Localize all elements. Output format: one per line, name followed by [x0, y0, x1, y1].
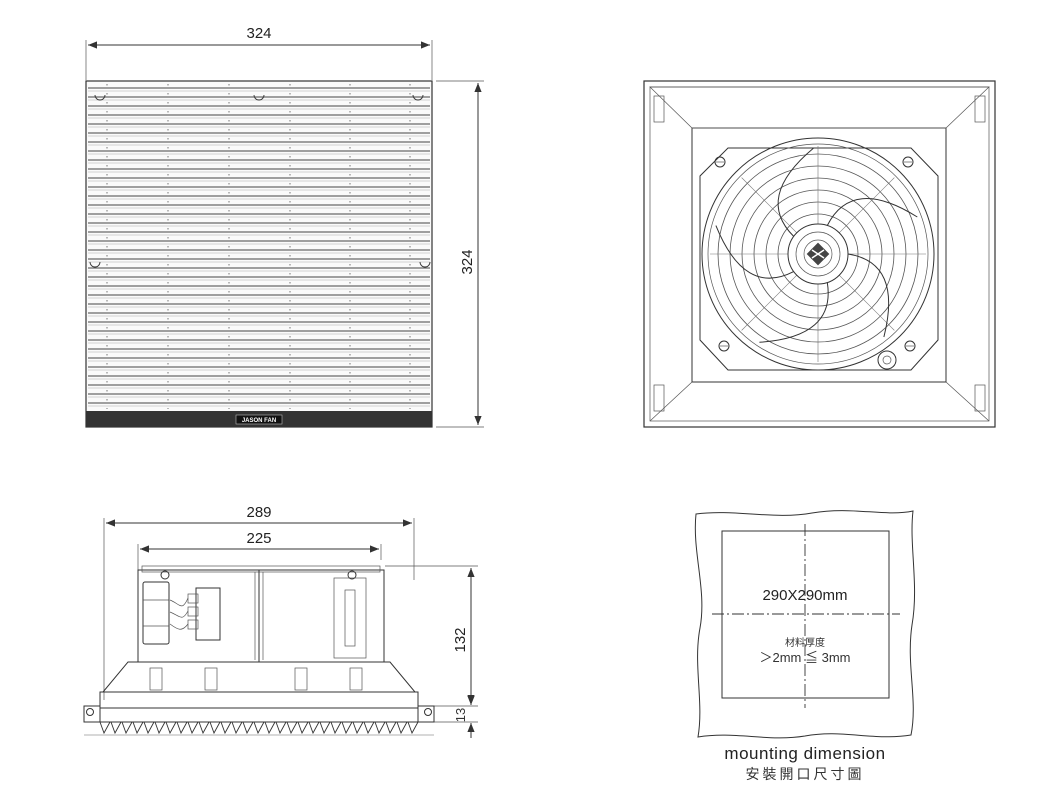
front-view: 324 324 JASON FAN — [85, 25, 484, 428]
fan-outer-ring — [701, 137, 935, 371]
fan-blade — [847, 253, 890, 338]
rear-clip — [653, 384, 665, 412]
rear-clip — [974, 384, 986, 412]
side-height-dimension: 132 — [385, 565, 478, 707]
thickness-label: 材料厚度 — [785, 636, 825, 649]
side-view: 289 225 132 13 — [83, 504, 478, 738]
rear-clip — [653, 95, 665, 123]
rear-clip — [974, 95, 986, 123]
front-height-dimension: 324 — [436, 80, 484, 428]
screw-icon — [904, 340, 916, 352]
mounting-cutout-view: 290X290mm 材料厚度 ＞2mm ≦ 3mm mounting dimen… — [694, 510, 916, 783]
brand-plate — [235, 414, 283, 425]
side-flange-dimension: 13 — [432, 692, 478, 738]
louvre-tooth-row — [99, 721, 419, 735]
side-flange-label: 13 — [453, 708, 468, 722]
brand-label: JASON FAN — [242, 418, 276, 424]
screw-icon — [714, 156, 726, 168]
terminal-block — [195, 587, 221, 641]
louvre-slats — [88, 84, 431, 409]
capacitor — [142, 581, 170, 645]
screw-icon — [347, 570, 357, 580]
cutout-rect — [721, 530, 890, 699]
fan-guard — [710, 146, 926, 362]
cutout-size-label: 290X290mm — [762, 587, 847, 604]
fan-housing — [699, 147, 939, 371]
fan-blade — [777, 147, 814, 237]
side-inner-width-dimension: 225 — [137, 530, 382, 575]
thickness-range-label: ＞2mm ≦ 3mm — [759, 650, 850, 665]
mounting-caption-en: mounting dimension — [724, 744, 885, 763]
cable-gland-icon — [877, 350, 897, 370]
side-height-label: 132 — [452, 627, 469, 652]
screw-icon — [160, 570, 170, 580]
screw-icon — [902, 156, 914, 168]
front-grille-frame — [85, 80, 433, 428]
side-outer-width-dimension: 289 — [103, 504, 415, 700]
side-outer-width-label: 289 — [246, 504, 271, 521]
fan-hub — [787, 223, 849, 285]
front-height-label: 324 — [459, 249, 476, 274]
panel-outline — [694, 510, 916, 739]
rear-view — [643, 80, 996, 428]
fan-blade — [826, 198, 918, 226]
fan-blade — [759, 282, 829, 343]
fan-blades — [715, 147, 918, 343]
front-width-label: 324 — [246, 25, 271, 42]
mounting-caption-cn: 安裝開口尺寸圖 — [746, 767, 865, 783]
side-inner-width-label: 225 — [246, 530, 271, 547]
fan-body — [137, 569, 385, 663]
louvre-teeth — [84, 721, 434, 736]
fan-blade — [715, 225, 794, 279]
front-width-dimension: 324 — [85, 25, 433, 80]
screw-icon — [718, 340, 730, 352]
motor-housing — [333, 577, 367, 659]
filter-mat — [99, 691, 419, 709]
